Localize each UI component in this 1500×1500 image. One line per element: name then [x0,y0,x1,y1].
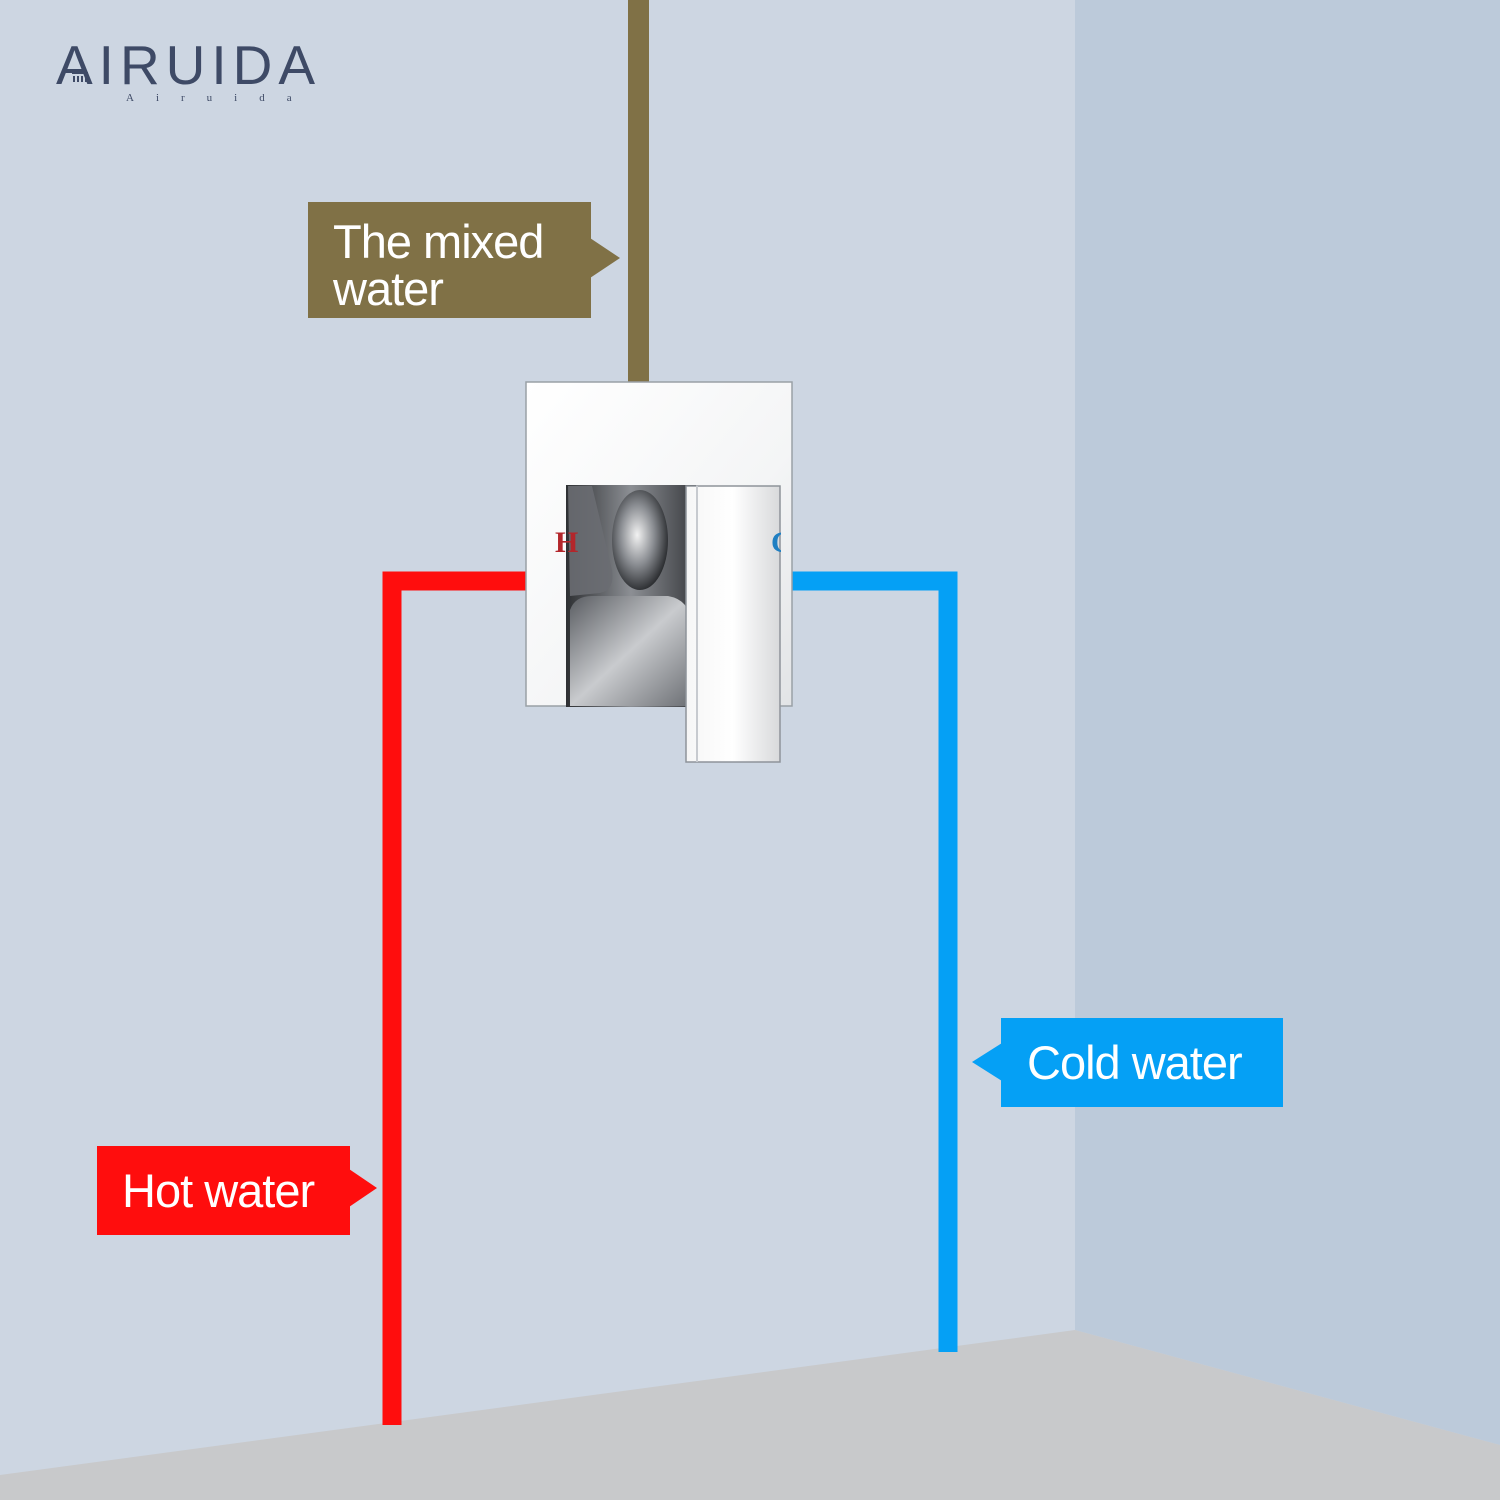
shower-head-icon [72,72,88,82]
mixed-water-label-line1: The mixed [333,215,544,268]
cold-water-pointer [972,1043,1002,1081]
mixed-water-box [308,202,591,318]
cold-water-label: Cold water [1001,1018,1283,1107]
cold-water-label-text: Cold water [1027,1036,1243,1089]
brand-logo: AIRUIDA [56,34,322,96]
shower-valve [525,381,793,763]
hot-water-label-text: Hot water [122,1164,315,1217]
cold-water-box [1001,1018,1283,1107]
mixed-water-callout [308,202,620,318]
cold-water-callout [972,1018,1283,1107]
hot-water-callout [97,1146,377,1235]
floor [0,1330,1500,1500]
hot-water-box [97,1146,350,1235]
mixed-water-pipe [628,0,649,385]
mixed-water-pointer [590,238,620,278]
hot-water-label: Hot water [97,1146,350,1235]
valve-upper-bezel [568,486,613,596]
hot-water-pipe [382,571,528,1425]
hot-marker: H [555,526,579,559]
side-wall [1075,0,1500,1445]
valve-handle [685,485,781,763]
brand-logo-subtext: Airuida [126,92,314,104]
mixed-water-label: The mixed water [308,202,591,318]
valve-lower-bezel [570,596,690,706]
hot-water-pointer [349,1169,377,1207]
cold-marker: C [771,528,781,558]
valve-knob [612,490,668,590]
mixed-water-label-line2: water [333,262,444,315]
cold-water-pipe [790,571,958,1352]
